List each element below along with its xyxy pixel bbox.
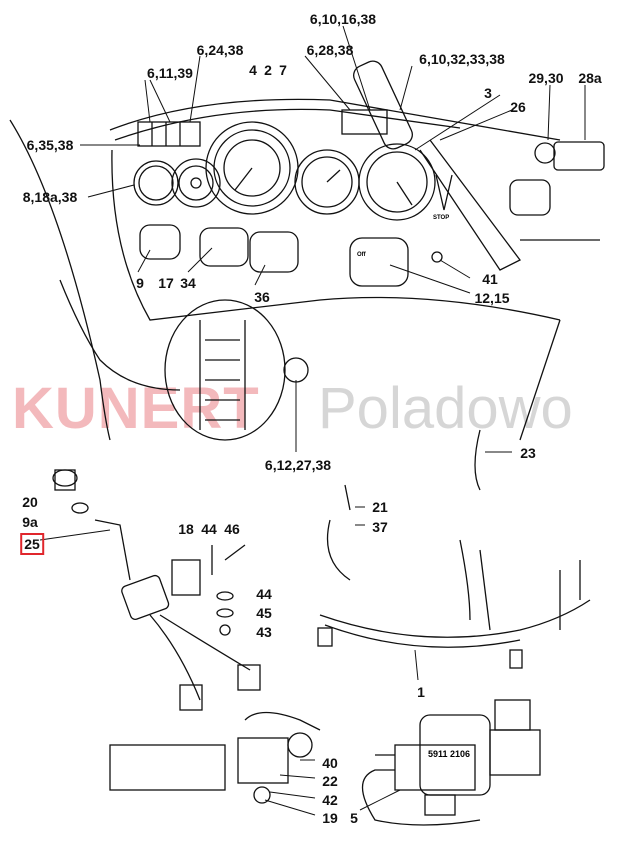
callout-21: 21 (372, 499, 388, 515)
leader-lines (39, 25, 586, 816)
callout-23: 23 (520, 445, 536, 461)
loose-parts (52, 429, 481, 711)
solenoid-valve (362, 699, 541, 826)
callout-9a: 9a (22, 514, 38, 530)
callout-1: 1 (417, 684, 425, 700)
callout-9: 9 (136, 275, 144, 291)
steering-column (164, 299, 309, 441)
part-marking: 5911 2106 (428, 749, 471, 759)
callout-2: 2 (264, 62, 272, 78)
callout-17: 17 (158, 275, 174, 291)
callout-6-11-39: 6,11,39 (147, 65, 193, 81)
callout-6-12-27-38: 6,12,27,38 (264, 457, 332, 473)
callout-12-15: 12,15 (474, 290, 510, 306)
callout-5: 5 (350, 810, 358, 826)
callout-4: 4 (249, 62, 257, 78)
callout-29-30: 29,30 (528, 70, 564, 86)
callout-44: 44 (256, 586, 272, 602)
callout-20: 20 (22, 494, 38, 510)
callout-8-18a-38: 8,18a,38 (22, 189, 78, 205)
callout-36: 36 (254, 289, 270, 305)
callout-6-24-38: 6,24,38 (196, 42, 244, 58)
gauges (133, 121, 453, 221)
callout-43: 43 (256, 624, 272, 640)
callout-6-10-16-38: 6,10,16,38 (309, 11, 377, 27)
callout-28a: 28a (578, 70, 602, 86)
callout-26: 26 (510, 99, 526, 115)
callout-6-28-38: 6,28,38 (306, 42, 354, 58)
callout-25-highlighted[interactable]: 25 (20, 533, 44, 555)
callout-18: 18 (178, 521, 194, 537)
callout-42: 42 (322, 792, 338, 808)
off-marking: Off (357, 252, 366, 258)
callout-6-10-32-33-38: 6,10,32,33,38 (419, 51, 505, 67)
callout-41: 41 (482, 271, 498, 287)
callout-45: 45 (256, 605, 272, 621)
callout-22: 22 (322, 773, 338, 789)
callout-19: 19 (322, 810, 338, 826)
callout-40: 40 (322, 755, 338, 771)
stop-marking: STOP (433, 215, 450, 221)
callout-46: 46 (224, 521, 240, 537)
callout-44-top: 44 (201, 521, 217, 537)
watermark-brand: KUNERT (12, 376, 260, 441)
callout-37: 37 (372, 519, 388, 535)
wiring-harness (317, 539, 591, 669)
callout-6-35-38: 6,35,38 (26, 137, 74, 153)
switches (139, 60, 605, 287)
relay-assembly (109, 711, 321, 804)
callout-3: 3 (484, 85, 492, 101)
warning-light-cluster (137, 109, 388, 147)
dashboard-panel (9, 98, 600, 441)
callout-7: 7 (279, 62, 287, 78)
callout-34: 34 (180, 275, 196, 291)
